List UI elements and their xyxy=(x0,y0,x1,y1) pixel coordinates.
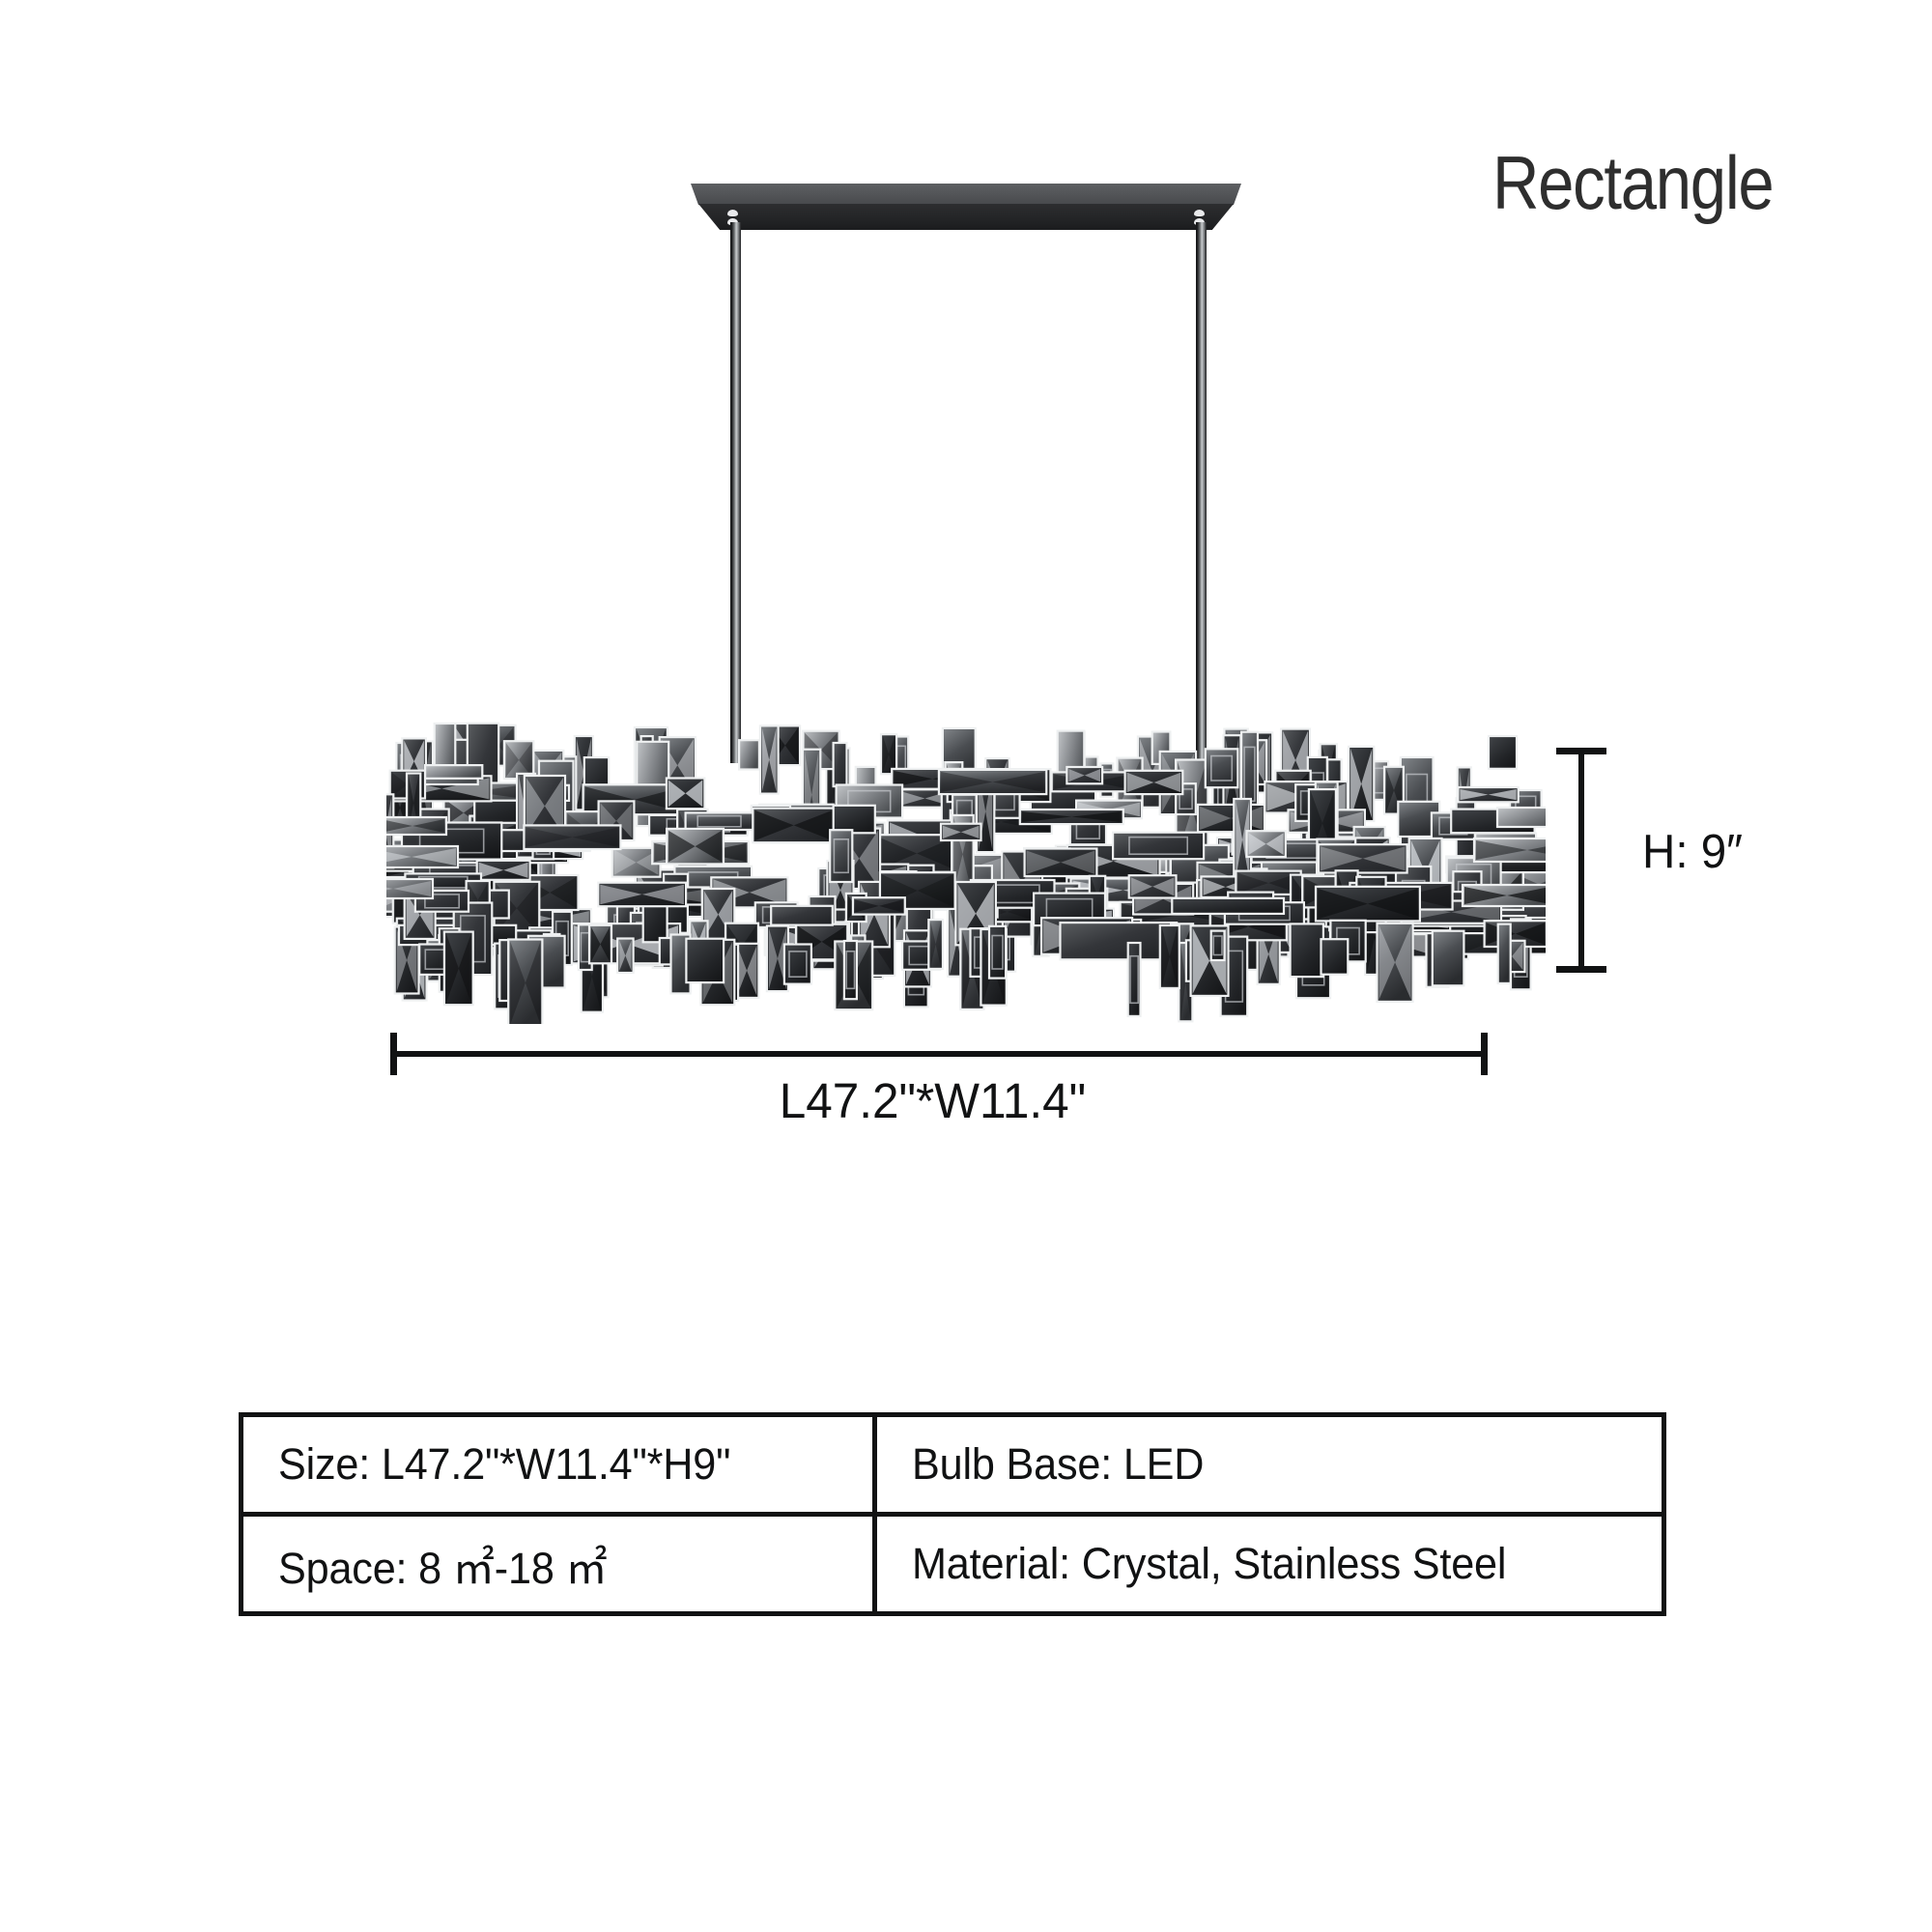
spec-space-text: Space: 8 ㎡-18 ㎡ xyxy=(278,1543,608,1593)
spec-cell-space: Space: 8 ㎡-18 ㎡ xyxy=(239,1512,877,1616)
width-dimension-line xyxy=(390,1051,1488,1057)
specification-table: Size: L47.2"*W11.4"*H9" Bulb Base: LED S… xyxy=(239,1412,1666,1616)
height-dimension-label: H: 9″ xyxy=(1642,826,1744,878)
chandelier-illustration: L47.2"*W11.4" H: 9″ xyxy=(386,184,1744,1128)
height-dimension-line xyxy=(1578,751,1584,971)
crystal-mosaic-svg xyxy=(386,722,1546,1024)
width-dimension-label: L47.2"*W11.4" xyxy=(779,1073,1087,1128)
crystal-mosaic-body xyxy=(386,715,1546,1024)
ceiling-canopy xyxy=(691,184,1241,230)
canopy-fitting-right-icon xyxy=(1194,210,1205,227)
spec-cell-bulb-base: Bulb Base: LED xyxy=(872,1412,1666,1517)
canopy-fitting-left-icon xyxy=(727,210,738,227)
canopy-top-face xyxy=(691,184,1241,205)
table-row: Space: 8 ㎡-18 ㎡ Material: Crystal, Stain… xyxy=(239,1512,1666,1616)
table-row: Size: L47.2"*W11.4"*H9" Bulb Base: LED xyxy=(239,1412,1666,1517)
spec-material-text: Material: Crystal, Stainless Steel xyxy=(912,1539,1507,1588)
width-tick-left xyxy=(390,1033,397,1075)
height-tick-top xyxy=(1556,748,1606,754)
spec-cell-size: Size: L47.2"*W11.4"*H9" xyxy=(239,1412,877,1517)
width-dimension-label-wrap: L47.2"*W11.4" xyxy=(28,1072,1864,1129)
suspension-rod-right xyxy=(1196,222,1207,763)
width-tick-right xyxy=(1481,1033,1488,1075)
spec-cell-material: Material: Crystal, Stainless Steel xyxy=(872,1512,1666,1616)
product-shape-title: Rectangle xyxy=(1492,140,1775,225)
spec-size-text: Size: L47.2"*W11.4"*H9" xyxy=(278,1439,731,1489)
spec-bulb-base-text: Bulb Base: LED xyxy=(912,1439,1205,1489)
suspension-rod-left xyxy=(730,222,741,763)
height-tick-bottom xyxy=(1556,966,1606,973)
canopy-front-face xyxy=(698,204,1234,230)
